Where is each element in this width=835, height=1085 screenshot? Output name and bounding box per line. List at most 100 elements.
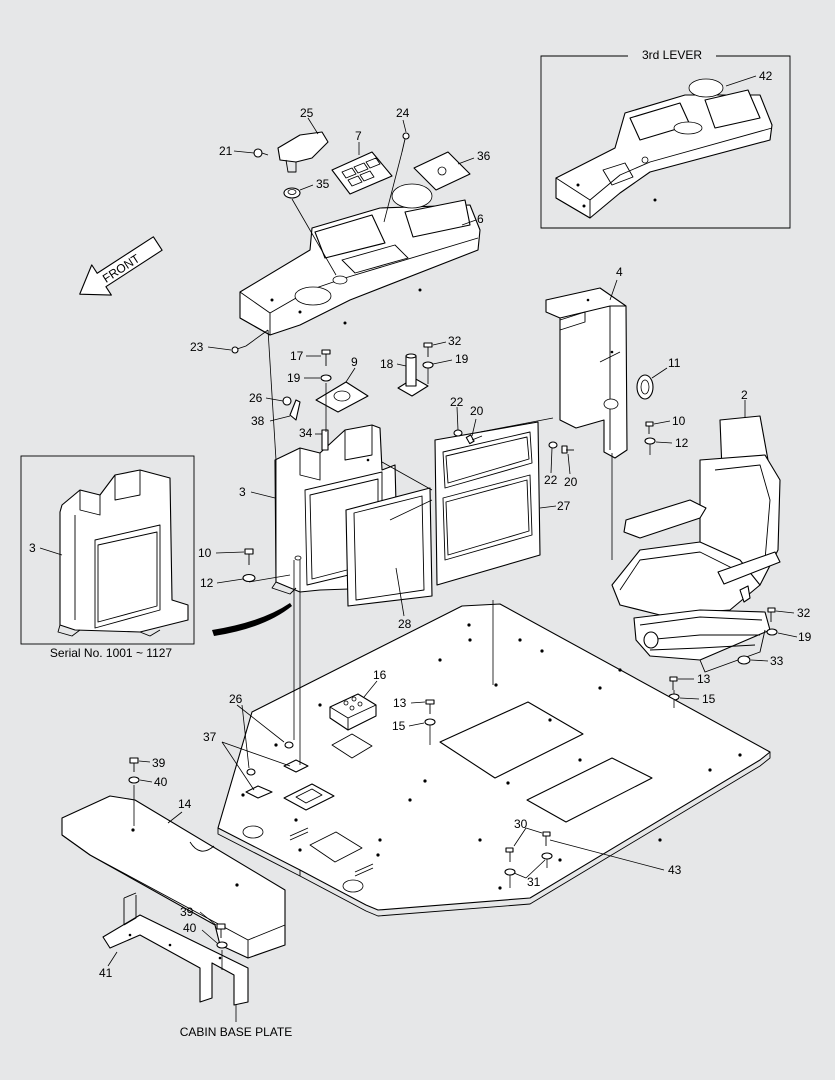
label-part-18: 18 — [380, 357, 394, 371]
label-part-30: 30 — [514, 817, 528, 831]
label-part-24: 24 — [396, 106, 410, 120]
washer-part-40-lower — [216, 941, 228, 949]
inset-reference-arrow — [212, 603, 292, 636]
bolt-part-20-right — [561, 445, 574, 454]
grommet-part-35 — [283, 187, 301, 199]
label-part-19-left: 19 — [287, 371, 301, 385]
label-part-17: 17 — [290, 349, 304, 363]
serial-cowl-panel — [57, 469, 189, 637]
bolt-part-20-left — [465, 434, 483, 445]
label-part-11: 11 — [668, 356, 681, 370]
floor-plate-part-43 — [217, 603, 771, 917]
inset-third-lever-title: 3rd LEVER — [642, 48, 702, 62]
nut-part-33 — [737, 655, 751, 665]
panel-part-27 — [434, 421, 541, 586]
nut-part-26-lower — [284, 741, 294, 749]
label-part-20-left: 20 — [470, 404, 484, 418]
washer-part-31-b — [541, 852, 553, 860]
screw-part-23 — [231, 345, 247, 354]
floor-bracket — [283, 783, 335, 811]
washer-part-19-left — [320, 374, 332, 382]
label-part-15-center: 15 — [392, 719, 406, 733]
label-part-16: 16 — [373, 668, 387, 682]
label-part-19-seat: 19 — [798, 630, 812, 644]
label-part-6: 6 — [477, 212, 484, 226]
label-part-13-center: 13 — [393, 696, 407, 710]
label-part-32-seat: 32 — [797, 606, 811, 620]
label-part-19-upper: 19 — [455, 352, 469, 366]
label-part-35: 35 — [316, 177, 330, 191]
label-part-13-seat: 13 — [697, 672, 711, 686]
washer-part-19-seat — [766, 628, 778, 636]
bracket-part-4 — [545, 287, 628, 459]
label-part-28: 28 — [398, 617, 412, 631]
cover-part-14 — [61, 795, 286, 959]
label-part-12-left: 12 — [200, 576, 214, 590]
label-part-37: 37 — [203, 730, 217, 744]
label-part-41: 41 — [99, 966, 113, 980]
bolt-part-17 — [321, 349, 331, 366]
washer-part-12-left — [242, 573, 256, 583]
bolt-part-13-seat — [669, 676, 678, 690]
washer-part-19-upper — [422, 361, 434, 369]
bolt-part-30-b — [542, 831, 551, 846]
label-part-22-right: 22 — [544, 473, 558, 487]
bolt-part-30-a — [505, 847, 514, 862]
inset-serial-caption: Serial No. 1001 ~ 1127 — [50, 646, 173, 660]
clip-part-37-b — [245, 785, 273, 799]
label-part-39-lower: 39 — [180, 905, 194, 919]
washer-part-40-upper — [128, 776, 140, 784]
screw-part-21 — [253, 148, 269, 158]
label-part-22-left: 22 — [450, 395, 464, 409]
label-part-40-lower: 40 — [183, 921, 197, 935]
switch-panel-part-7 — [331, 151, 393, 195]
label-part-32-upper: 32 — [448, 334, 462, 348]
label-part-3: 3 — [239, 485, 246, 499]
label-part-23: 23 — [190, 340, 204, 354]
label-part-25: 25 — [300, 106, 314, 120]
washer-part-12-right — [644, 437, 656, 445]
label-part-15-seat: 15 — [702, 692, 716, 706]
washer-part-15-center — [424, 718, 436, 726]
plate-part-9 — [315, 381, 369, 413]
knob-part-25 — [277, 131, 329, 173]
label-part-7: 7 — [355, 129, 362, 143]
label-part-26-upper: 26 — [249, 391, 263, 405]
cabin-base-plate-caption: CABIN BASE PLATE — [180, 1025, 292, 1039]
label-part-12-right: 12 — [675, 436, 689, 450]
label-part-4: 4 — [616, 265, 623, 279]
label-part-21: 21 — [219, 144, 233, 158]
label-part-2: 2 — [741, 388, 748, 402]
bolt-part-39-lower — [216, 923, 226, 938]
spacer-part-34 — [321, 429, 329, 451]
clip-part-38 — [289, 399, 301, 421]
label-part-40-upper: 40 — [154, 775, 168, 789]
screw-part-24 — [401, 132, 410, 153]
side-cover-part-28 — [345, 487, 433, 607]
post-part-18 — [397, 353, 429, 397]
label-part-36: 36 — [477, 149, 491, 163]
label-part-31: 31 — [527, 875, 541, 889]
label-part-26-lower: 26 — [229, 692, 243, 706]
bolt-part-39-upper — [129, 757, 139, 772]
pad-part-16 — [329, 693, 377, 759]
bolt-part-32-seat — [767, 607, 776, 622]
label-part-9: 9 — [351, 355, 358, 369]
label-part-33: 33 — [770, 654, 784, 668]
seat-part-2 — [611, 415, 781, 673]
label-part-34: 34 — [299, 426, 313, 440]
bracket-part-41 — [102, 892, 249, 1006]
bolt-part-32-upper — [423, 342, 433, 357]
label-part-43: 43 — [668, 863, 682, 877]
nut-part-22-right — [548, 441, 558, 449]
third-lever-console — [555, 78, 773, 219]
label-part-27: 27 — [557, 499, 571, 513]
label-part-14: 14 — [178, 797, 192, 811]
bolt-part-13-center — [425, 699, 435, 714]
label-part-10-left: 10 — [198, 546, 212, 560]
label-part-38: 38 — [251, 414, 265, 428]
label-part-39-upper: 39 — [152, 756, 166, 770]
nut-part-26-lower-b — [246, 768, 256, 776]
label-part-10-right: 10 — [672, 414, 686, 428]
